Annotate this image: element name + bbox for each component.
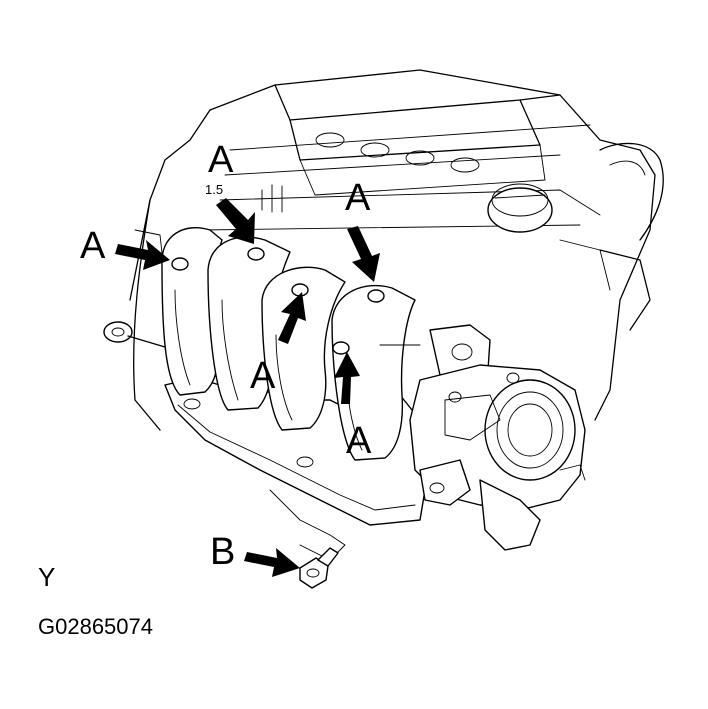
- arrow-a-5: [334, 352, 360, 404]
- label-a-middle: A: [250, 355, 276, 397]
- throttle-body: [409, 324, 586, 551]
- bolt-a-4: [367, 289, 385, 303]
- bolt-a-5: [332, 341, 350, 355]
- bolt-b: [299, 547, 339, 589]
- label-a-lower: A: [346, 420, 372, 462]
- label-a-left: A: [80, 225, 106, 267]
- label-b: B: [210, 531, 235, 573]
- label-a-top-left: A: [208, 139, 234, 181]
- arrow-a-4: [347, 226, 380, 282]
- corner-label: Y: [38, 562, 55, 592]
- svg-text:1.5: 1.5: [205, 182, 223, 197]
- bolt-a-2: [247, 247, 265, 261]
- arrow-b: [244, 548, 300, 577]
- arrow-a-3: [278, 292, 306, 344]
- arrow-a-1: [115, 240, 170, 270]
- arrow-a-2: [216, 198, 255, 244]
- label-a-top-right: A: [345, 177, 371, 219]
- bolt-a-1: [171, 257, 189, 271]
- figure-code: G02865074: [38, 614, 153, 639]
- oil-filler-cap: [487, 183, 553, 233]
- engine-head: 1.5: [103, 69, 664, 431]
- intake-manifold: [161, 226, 431, 561]
